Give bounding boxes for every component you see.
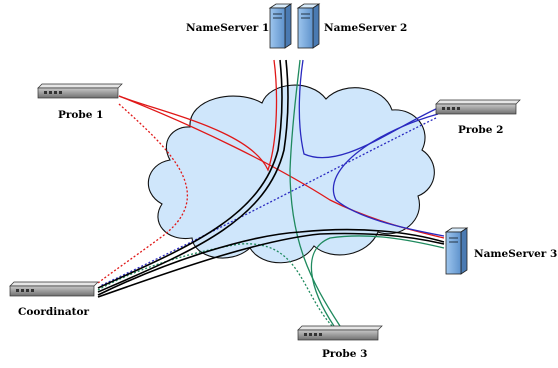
- link-coordinator-nameserver2: [97, 59, 289, 293]
- link-probe1-coordinator-dotted: [97, 103, 189, 284]
- link-coordinator-nameserver1: [97, 59, 283, 289]
- probe3-links: [97, 59, 445, 327]
- nameserver3-label: NameServer 3: [474, 248, 558, 260]
- coordinator-links: [97, 59, 445, 298]
- probe3-device-icon[interactable]: [297, 325, 383, 341]
- link-probe2-coordinator-dotted: [99, 117, 437, 287]
- coordinator-device-icon[interactable]: [9, 281, 99, 297]
- link-coordinator-nameserver3: [97, 228, 445, 296]
- nameserver2-icon[interactable]: [296, 3, 321, 49]
- link-probe3-nameserver3: [310, 235, 445, 327]
- network-cloud-icon: [147, 84, 435, 264]
- probe2-device-icon[interactable]: [435, 99, 521, 115]
- link-probe2-nameserver3: [332, 113, 445, 237]
- coordinator-label: Coordinator: [18, 306, 90, 318]
- link-coordinator-nameserver3-b: [97, 232, 445, 298]
- probe3-label: Probe 3: [322, 348, 368, 360]
- nameserver3-icon[interactable]: [444, 227, 469, 275]
- nameserver1-icon[interactable]: [268, 3, 293, 49]
- probe2-label: Probe 2: [458, 124, 504, 136]
- nameserver2-label: NameServer 2: [324, 22, 408, 34]
- probe2-links: [99, 59, 445, 287]
- probe1-label: Probe 1: [58, 109, 104, 121]
- link-probe1-nameserver1: [118, 59, 278, 172]
- nameserver1-label: NameServer 1: [186, 22, 270, 34]
- probe1-device-icon[interactable]: [37, 83, 123, 99]
- link-probe3-nameserver2: [289, 59, 341, 327]
